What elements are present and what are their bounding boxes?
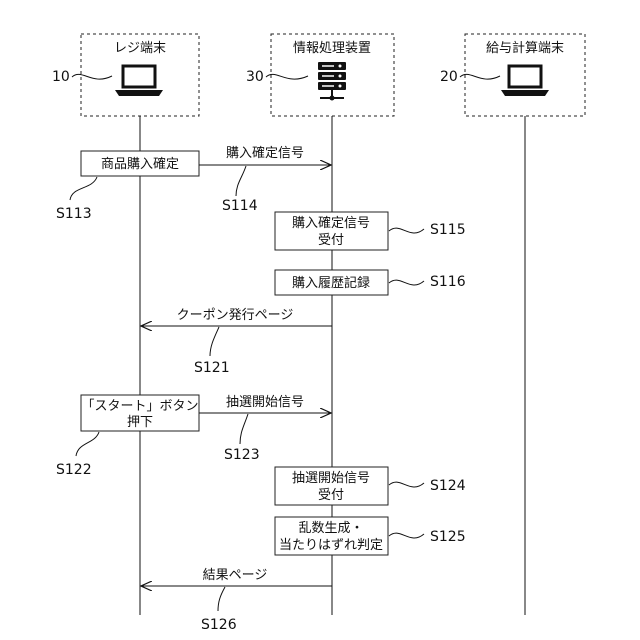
step-s124-line1: 抽選開始信号 <box>292 471 370 486</box>
step-s113: 商品購入確定 S113 <box>56 151 199 222</box>
step-s126-code: S126 <box>201 617 237 633</box>
step-s115: 購入確定信号 受付 S115 <box>275 212 466 250</box>
step-s126: 結果ページ S126 <box>141 568 332 633</box>
device-server-ref: 30 <box>246 69 264 85</box>
step-s124-line2: 受付 <box>318 488 344 503</box>
laptop-icon <box>501 66 549 96</box>
step-s125-line1: 乱数生成・ <box>298 521 363 536</box>
step-s124-code: S124 <box>430 478 466 494</box>
laptop-icon <box>115 66 163 96</box>
step-s113-code: S113 <box>56 206 92 222</box>
step-s122-line2: 押下 <box>127 415 153 430</box>
step-s123-code: S123 <box>224 447 260 463</box>
step-s115-line1: 購入確定信号 <box>292 215 370 231</box>
step-s122-line1: 「スタート」ボタン <box>81 399 198 414</box>
step-s124: 抽選開始信号 受付 S124 <box>275 467 466 505</box>
device-server-label: 情報処理装置 <box>293 41 371 56</box>
step-s114-code: S114 <box>222 198 258 214</box>
step-s122: 「スタート」ボタン 押下 S122 <box>56 395 199 478</box>
step-s114-label: 購入確定信号 <box>226 145 304 161</box>
step-s125: 乱数生成・ 当たりはずれ判定 S125 <box>275 517 466 555</box>
step-s114: 購入確定信号 S114 <box>199 145 331 214</box>
step-s123-label: 抽選開始信号 <box>226 395 304 410</box>
step-s115-code: S115 <box>430 222 466 238</box>
step-s125-code: S125 <box>430 529 466 545</box>
step-s116: 購入履歴記録 S116 <box>275 270 466 295</box>
step-s126-label: 結果ページ <box>203 568 268 583</box>
device-register-ref: 10 <box>52 69 70 85</box>
step-s121-code: S121 <box>194 360 230 376</box>
server-icon <box>318 62 346 101</box>
device-payroll: 給与計算端末 <box>465 34 585 116</box>
device-server: 情報処理装置 <box>271 34 394 116</box>
device-register-label: レジ端末 <box>114 41 166 56</box>
device-payroll-ref: 20 <box>440 69 458 85</box>
step-s125-line2: 当たりはずれ判定 <box>279 538 383 553</box>
step-s115-line2: 受付 <box>318 233 344 248</box>
step-s113-label: 商品購入確定 <box>101 156 179 172</box>
device-register: レジ端末 <box>81 34 199 116</box>
step-s116-code: S116 <box>430 274 466 290</box>
device-payroll-label: 給与計算端末 <box>486 40 564 56</box>
step-s121-label: クーポン発行ページ <box>177 308 294 323</box>
step-s116-label: 購入履歴記録 <box>292 275 370 291</box>
step-s122-code: S122 <box>56 462 92 478</box>
step-s123: 抽選開始信号 S123 <box>199 395 331 463</box>
step-s121: クーポン発行ページ S121 <box>141 308 332 376</box>
